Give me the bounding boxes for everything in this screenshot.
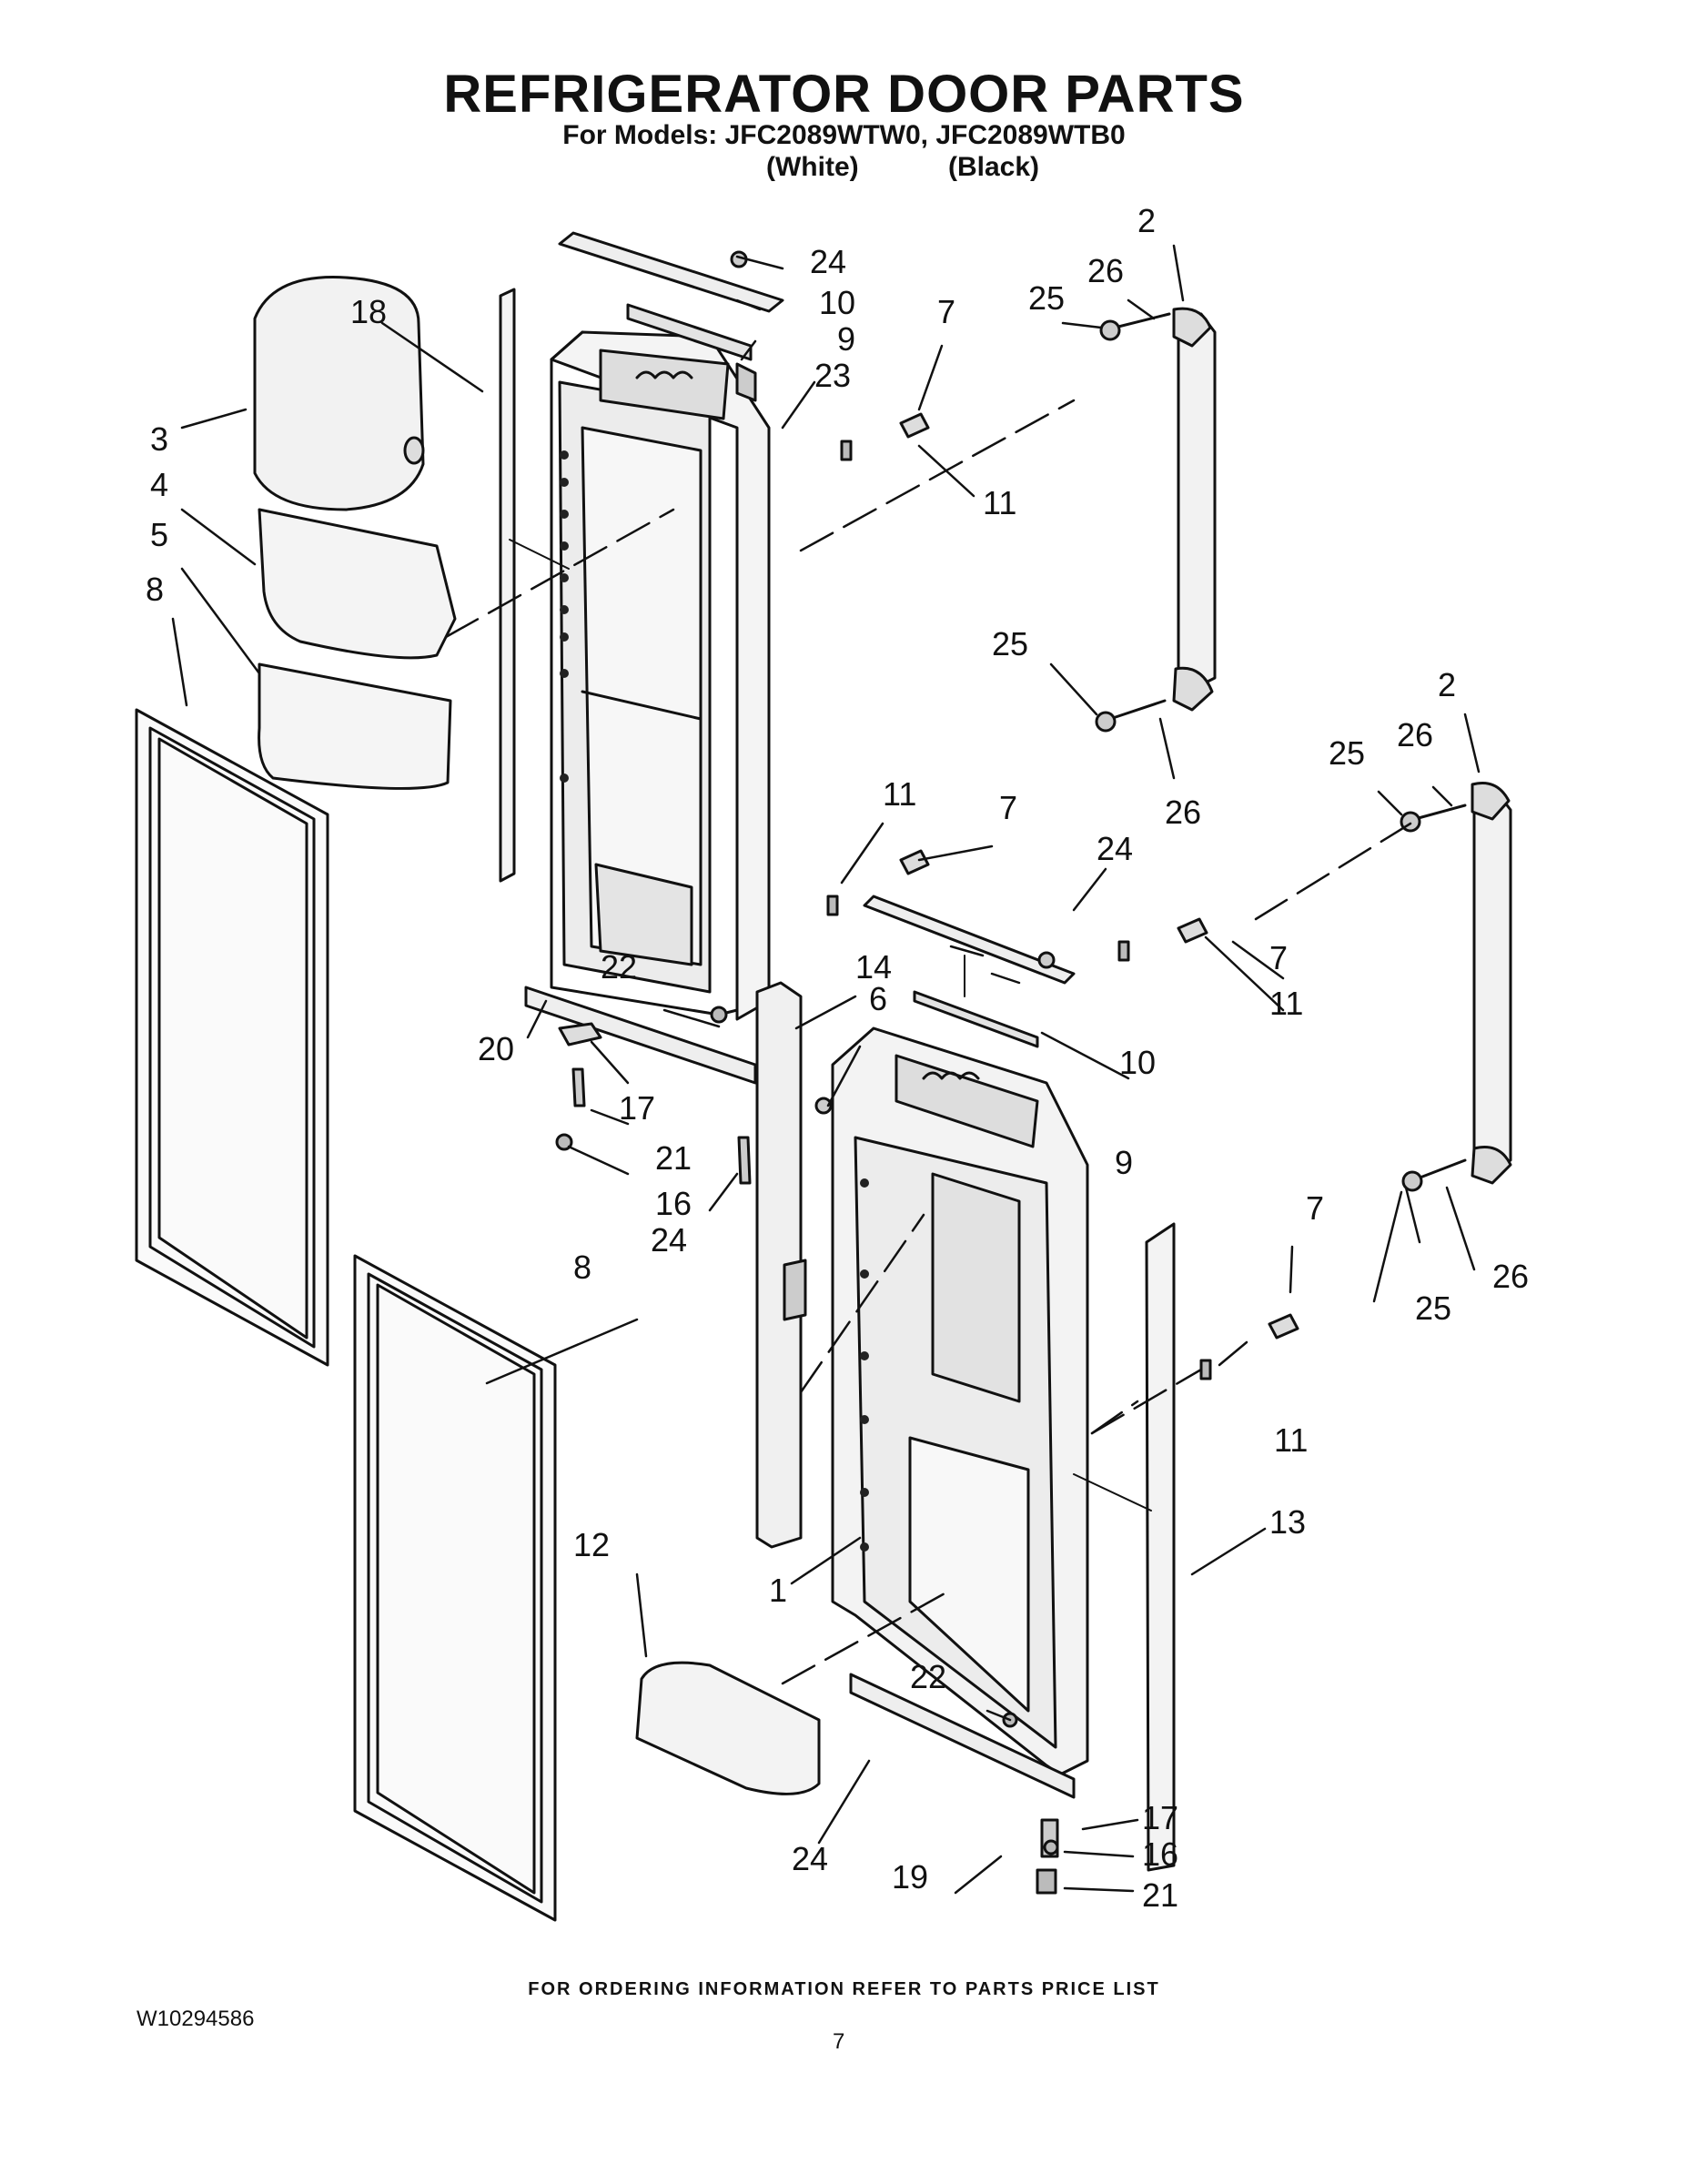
callout-3: 3 — [150, 420, 168, 458]
callout-25-mid: 25 — [992, 625, 1028, 662]
callout-9-lower: 9 — [1115, 1144, 1133, 1181]
callout-4: 4 — [150, 466, 168, 503]
guide-line — [509, 539, 570, 570]
model-list: For Models: JFC2089WTW0, JFC2089WTB0 — [562, 120, 1126, 150]
variant-black-label: (Black) — [948, 152, 1040, 182]
callout-18: 18 — [350, 293, 387, 330]
variant-white-label: (White) — [766, 152, 859, 182]
callout-11-right: 11 — [1269, 985, 1303, 1022]
callout-23: 23 — [814, 357, 851, 394]
callout-14: 14 — [855, 948, 892, 986]
callout-7-right: 7 — [1269, 939, 1288, 976]
left-top-trim — [558, 231, 784, 402]
ordering-note: FOR ORDERING INFORMATION REFER TO PARTS … — [528, 1979, 1160, 1999]
callout-16-left: 16 — [655, 1185, 692, 1222]
callout-12: 12 — [573, 1526, 610, 1563]
fasteners — [730, 250, 1467, 1380]
callout-24-left: 24 — [651, 1221, 687, 1259]
callout-26-mid: 26 — [1165, 794, 1201, 831]
callout-16-right: 16 — [1142, 1835, 1178, 1873]
callout-17-right: 17 — [1142, 1799, 1178, 1836]
callout-9-top: 9 — [837, 320, 855, 358]
callout-21-right: 21 — [1142, 1876, 1178, 1914]
upper-door-gasket — [135, 708, 329, 1367]
callout-21-left: 21 — [655, 1139, 692, 1177]
callout-numbers: 3 4 5 8 18 24 10 9 23 7 11 2 26 25 25 26… — [146, 202, 1529, 1914]
left-trim-strip — [499, 288, 516, 883]
page-title: REFRIGERATOR DOOR PARTS — [443, 65, 1245, 124]
page-number: 7 — [833, 2029, 845, 2054]
callout-24-lower: 24 — [792, 1840, 828, 1877]
callout-7-top: 7 — [937, 293, 955, 330]
right-bottom-hinge-bracket — [849, 1673, 1076, 1799]
callout-19: 19 — [892, 1858, 928, 1896]
assembly-lines — [444, 399, 1412, 1685]
callout-2-top: 2 — [1137, 202, 1156, 239]
lower-door-gasket — [353, 1254, 557, 1922]
right-top-trim — [863, 895, 1076, 985]
left-door-liner — [550, 330, 771, 1021]
callout-26-right: 26 — [1397, 716, 1433, 753]
center-mullion — [755, 981, 803, 1549]
callout-11-top: 11 — [983, 484, 1016, 521]
callout-25-right: 25 — [1329, 734, 1365, 772]
dairy-bin-assembly — [253, 276, 457, 790]
callout-7-lower: 7 — [1306, 1189, 1324, 1227]
callout-22-left: 22 — [601, 948, 637, 986]
callout-8-lower: 8 — [573, 1249, 591, 1286]
callout-10-top: 10 — [819, 284, 855, 321]
callout-11-lower: 11 — [1274, 1421, 1308, 1459]
left-bottom-hinge-bracket — [524, 986, 757, 1085]
door-bin — [635, 1661, 821, 1795]
callout-11-mid: 11 — [883, 775, 916, 813]
right-door-liner — [831, 1026, 1089, 1776]
callout-26-lower: 26 — [1492, 1258, 1529, 1295]
lower-handle — [1471, 782, 1512, 1185]
upper-handle — [1172, 307, 1217, 712]
callout-17-left: 17 — [619, 1089, 655, 1127]
callout-24-top: 24 — [810, 243, 846, 280]
callout-20: 20 — [478, 1030, 514, 1067]
callout-1: 1 — [769, 1572, 787, 1609]
callout-8-top: 8 — [146, 571, 164, 608]
callout-24-mid: 24 — [1097, 830, 1133, 867]
left-hinge-pin — [558, 1022, 602, 1046]
callout-26-top: 26 — [1087, 252, 1124, 289]
callout-leaders — [171, 244, 1481, 1895]
callout-6: 6 — [869, 980, 887, 1017]
right-trim-strip — [1145, 1222, 1176, 1872]
callout-10-lower: 10 — [1119, 1044, 1156, 1081]
callout-25-lower: 25 — [1415, 1289, 1451, 1327]
document-number: W10294586 — [136, 2007, 255, 2031]
callout-13: 13 — [1269, 1503, 1306, 1541]
callout-2-lower: 2 — [1438, 666, 1456, 703]
callout-7-mid: 7 — [999, 789, 1017, 826]
callout-5: 5 — [150, 516, 168, 553]
callout-22-right: 22 — [910, 1658, 946, 1695]
callout-25-top: 25 — [1028, 279, 1065, 317]
